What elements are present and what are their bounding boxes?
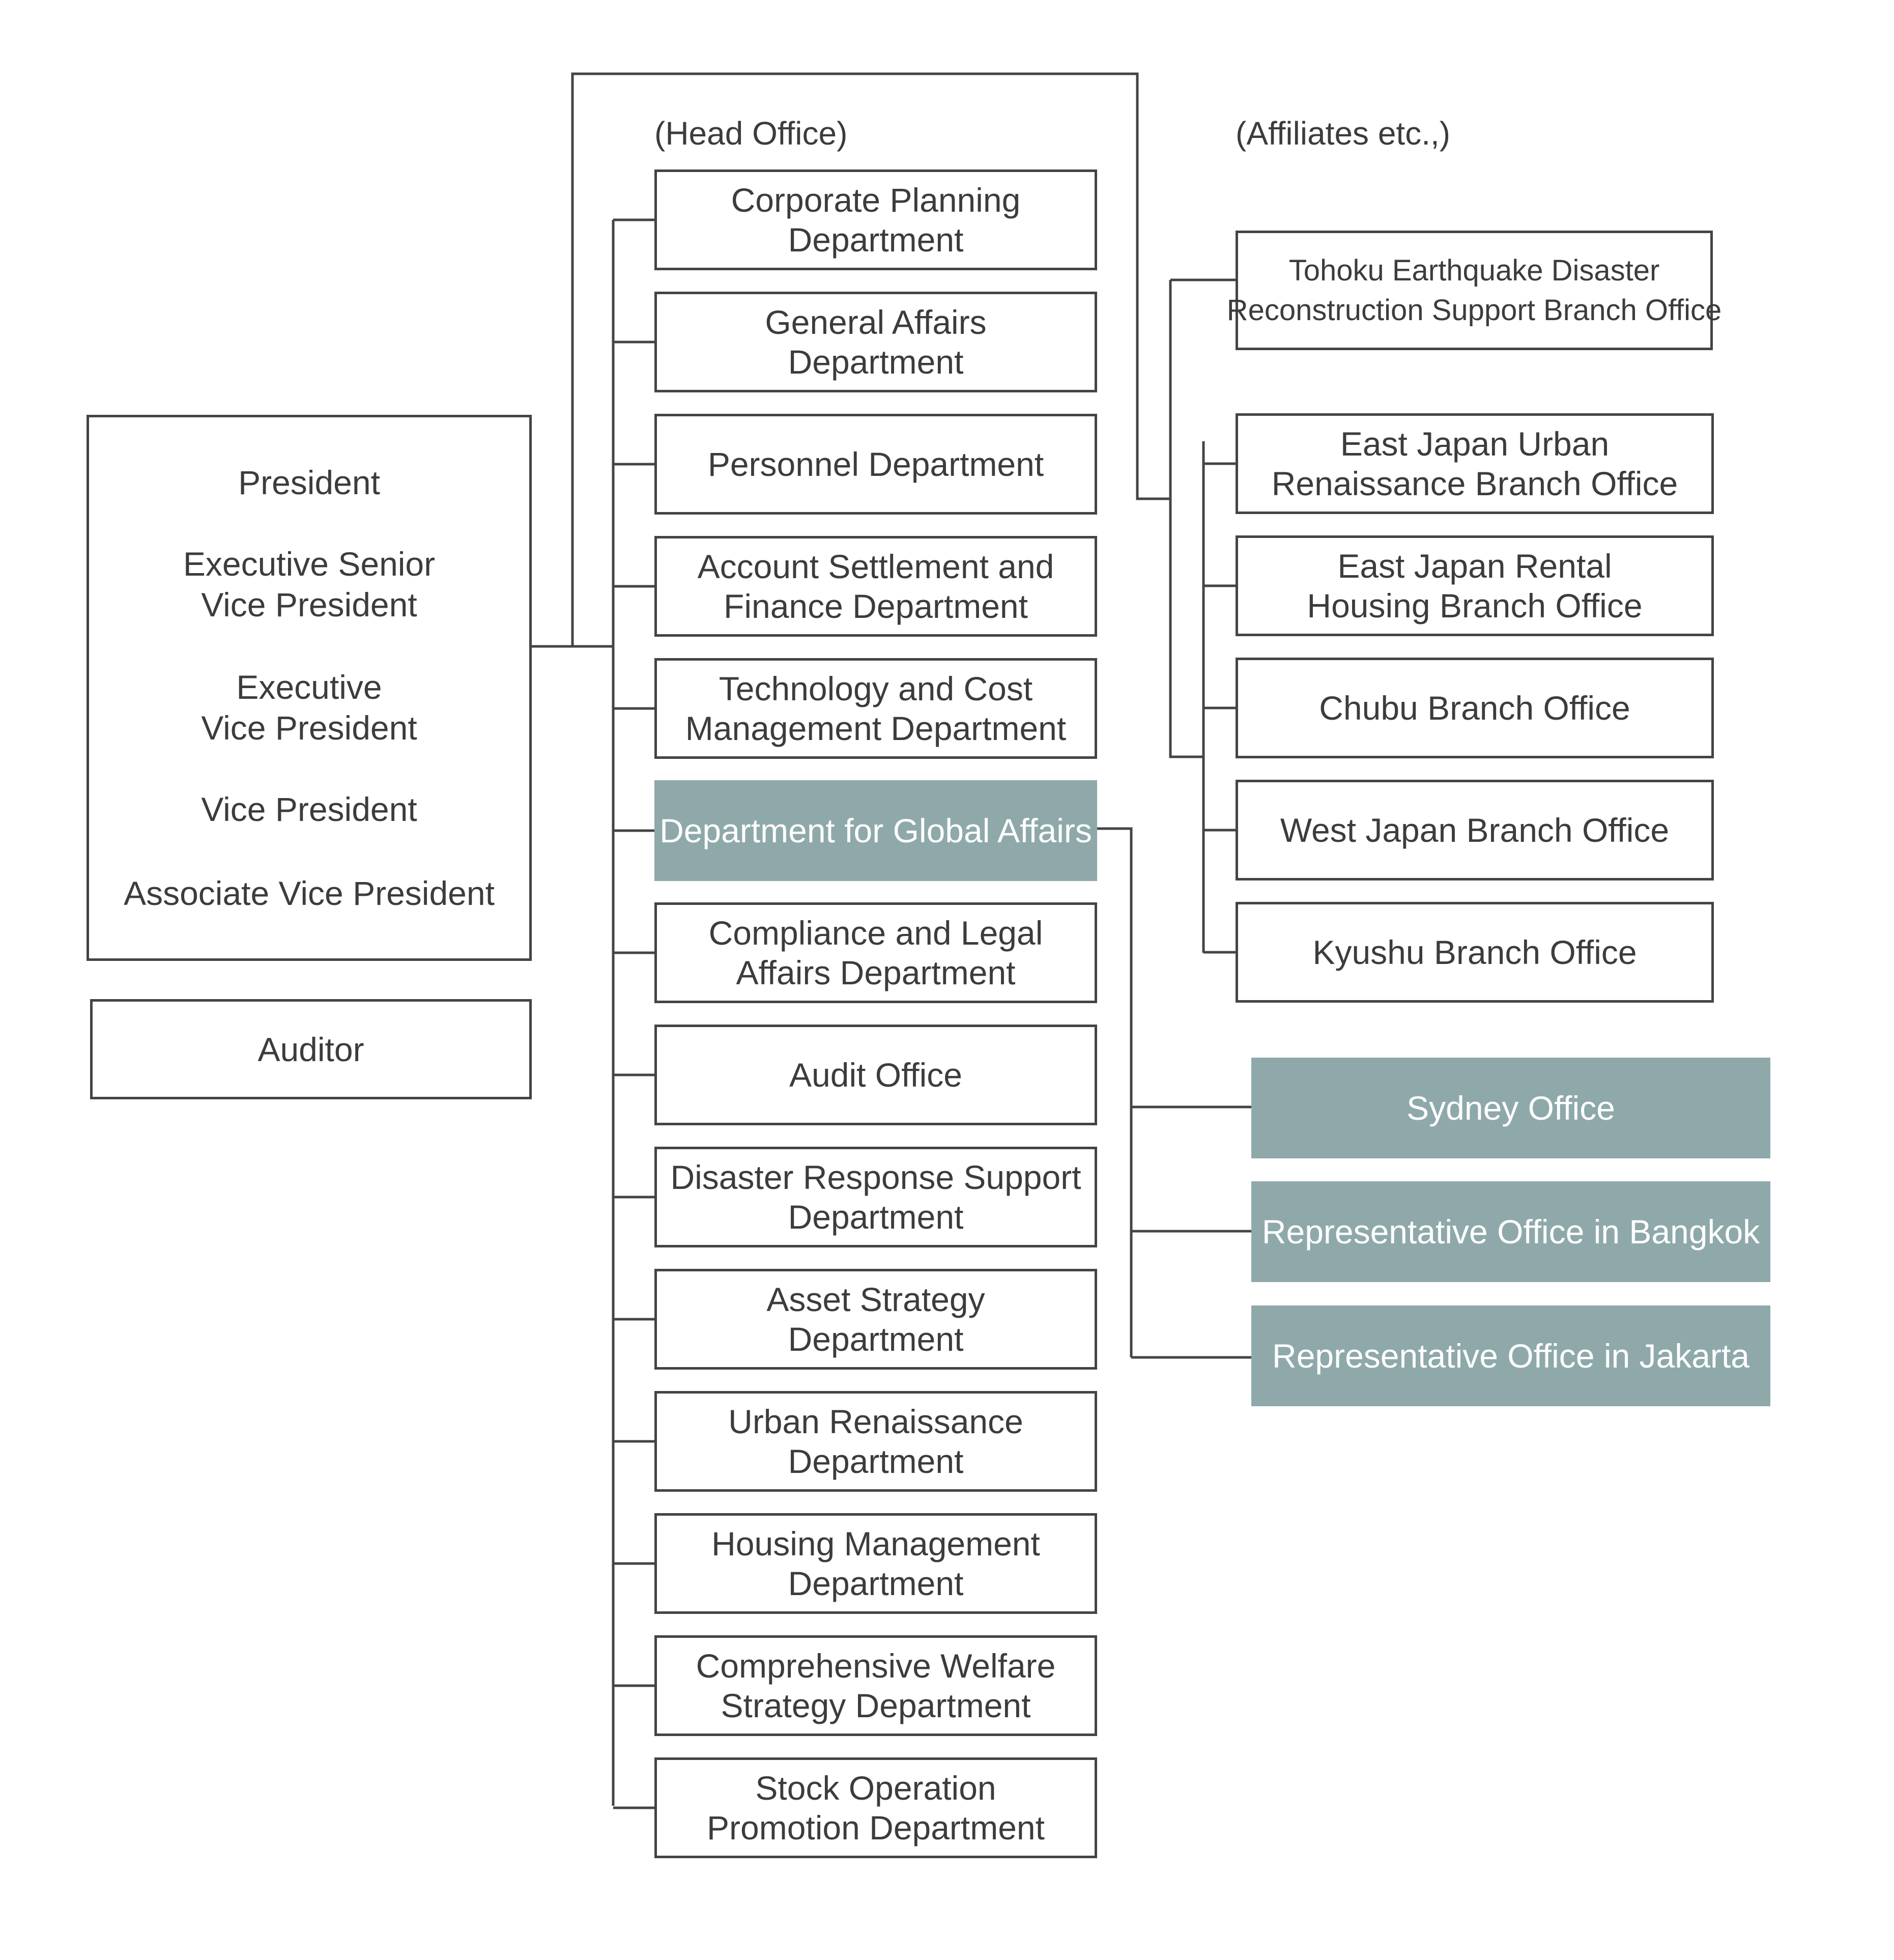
department-box-9-label-1: Disaster Response Support xyxy=(670,1158,1081,1196)
auditor-box: Auditor xyxy=(90,999,532,1099)
global-office-box-2: Representative Office in Bangkok xyxy=(1251,1181,1770,1282)
department-box-1-label-2: Department xyxy=(788,221,964,259)
department-box-11-label-1: Urban Renaissance xyxy=(728,1403,1023,1440)
global-office-box-1: Sydney Office xyxy=(1251,1058,1770,1158)
department-box-4-label-1: Account Settlement and xyxy=(697,548,1054,585)
branch-box-6-label-1: Kyushu Branch Office xyxy=(1312,933,1637,971)
exec-vp-label-1: Executive xyxy=(236,668,382,706)
global-affairs-trunk xyxy=(1097,827,1133,1357)
branch-box-4: Chubu Branch Office xyxy=(1236,658,1714,758)
branch-box-2-label-1: East Japan Urban xyxy=(1340,425,1610,463)
global-office-box-2-label-1: Representative Office in Bangkok xyxy=(1261,1213,1760,1251)
department-box-10-label-2: Department xyxy=(788,1320,964,1358)
department-box-7-label-2: Affairs Department xyxy=(736,954,1016,991)
auditor-label: Auditor xyxy=(257,1030,364,1068)
department-box-1-label-1: Corporate Planning xyxy=(731,181,1021,219)
department-box-5-label-1: Technology and Cost xyxy=(719,670,1033,707)
branch-box-3-label-2: Housing Branch Office xyxy=(1307,587,1643,624)
global-office-box-3-label-1: Representative Office in Jakarta xyxy=(1272,1337,1749,1375)
department-box-3-label-1: Personnel Department xyxy=(707,445,1044,483)
department-box-9-label-2: Department xyxy=(788,1198,964,1236)
branch-box-6: Kyushu Branch Office xyxy=(1236,902,1714,1003)
department-box-7-label-1: Compliance and Legal xyxy=(708,914,1043,952)
department-box-2-label-1: General Affairs xyxy=(765,303,987,341)
department-box-6-label-1: Department for Global Affairs xyxy=(659,812,1092,849)
head-office-ticks xyxy=(613,218,654,1809)
tohoku-trunk xyxy=(1169,280,1203,758)
department-box-6: Department for Global Affairs xyxy=(654,780,1097,881)
department-box-14-label-1: Stock Operation xyxy=(755,1769,996,1807)
president-label: President xyxy=(238,464,380,501)
department-box-12-label-1: Housing Management xyxy=(711,1525,1040,1563)
department-box-13-label-1: Comprehensive Welfare xyxy=(696,1647,1056,1685)
global-office-box-1-label-1: Sydney Office xyxy=(1407,1089,1615,1127)
department-box-4-label-2: Finance Department xyxy=(724,587,1028,625)
department-box-13-label-2: Strategy Department xyxy=(721,1687,1031,1724)
department-box-5-label-2: Management Department xyxy=(685,709,1067,747)
department-box-14-label-2: Promotion Department xyxy=(707,1809,1045,1847)
branch-box-1-label-2: Reconstruction Support Branch Office xyxy=(1226,293,1722,327)
head-office-label: (Head Office) xyxy=(654,115,848,152)
branch-box-2-label-2: Renaissance Branch Office xyxy=(1271,465,1678,502)
exec-vp-label-2: Vice President xyxy=(201,709,417,747)
exec-senior-vp-label-2: Vice President xyxy=(201,586,417,623)
executives-box: President Executive Senior Vice Presiden… xyxy=(87,415,532,961)
department-box-2-label-2: Department xyxy=(788,343,964,381)
exec-senior-vp-label-1: Executive Senior xyxy=(183,545,436,583)
branch-ticks xyxy=(1203,462,1236,954)
department-box-3: Personnel Department xyxy=(654,414,1097,515)
branch-box-5: West Japan Branch Office xyxy=(1236,780,1714,880)
department-box-10-label-1: Asset Strategy xyxy=(766,1281,985,1318)
department-box-8-label-1: Audit Office xyxy=(789,1056,962,1094)
branch-box-5-label-1: West Japan Branch Office xyxy=(1280,811,1670,849)
branch-box-4-label-1: Chubu Branch Office xyxy=(1319,689,1630,727)
affiliates-label: (Affiliates etc.,) xyxy=(1236,115,1451,152)
department-box-11-label-2: Department xyxy=(788,1442,964,1480)
affiliates-loop xyxy=(571,72,1170,646)
department-box-12-label-2: Department xyxy=(788,1565,964,1602)
associate-vp-label: Associate Vice President xyxy=(124,874,495,912)
department-box-8: Audit Office xyxy=(654,1025,1097,1125)
vice-president-label: Vice President xyxy=(201,790,417,828)
branch-box-1-label-1: Tohoku Earthquake Disaster xyxy=(1288,253,1660,287)
global-office-box-3: Representative Office in Jakarta xyxy=(1251,1305,1770,1406)
branch-box-3-label-1: East Japan Rental xyxy=(1337,547,1612,585)
